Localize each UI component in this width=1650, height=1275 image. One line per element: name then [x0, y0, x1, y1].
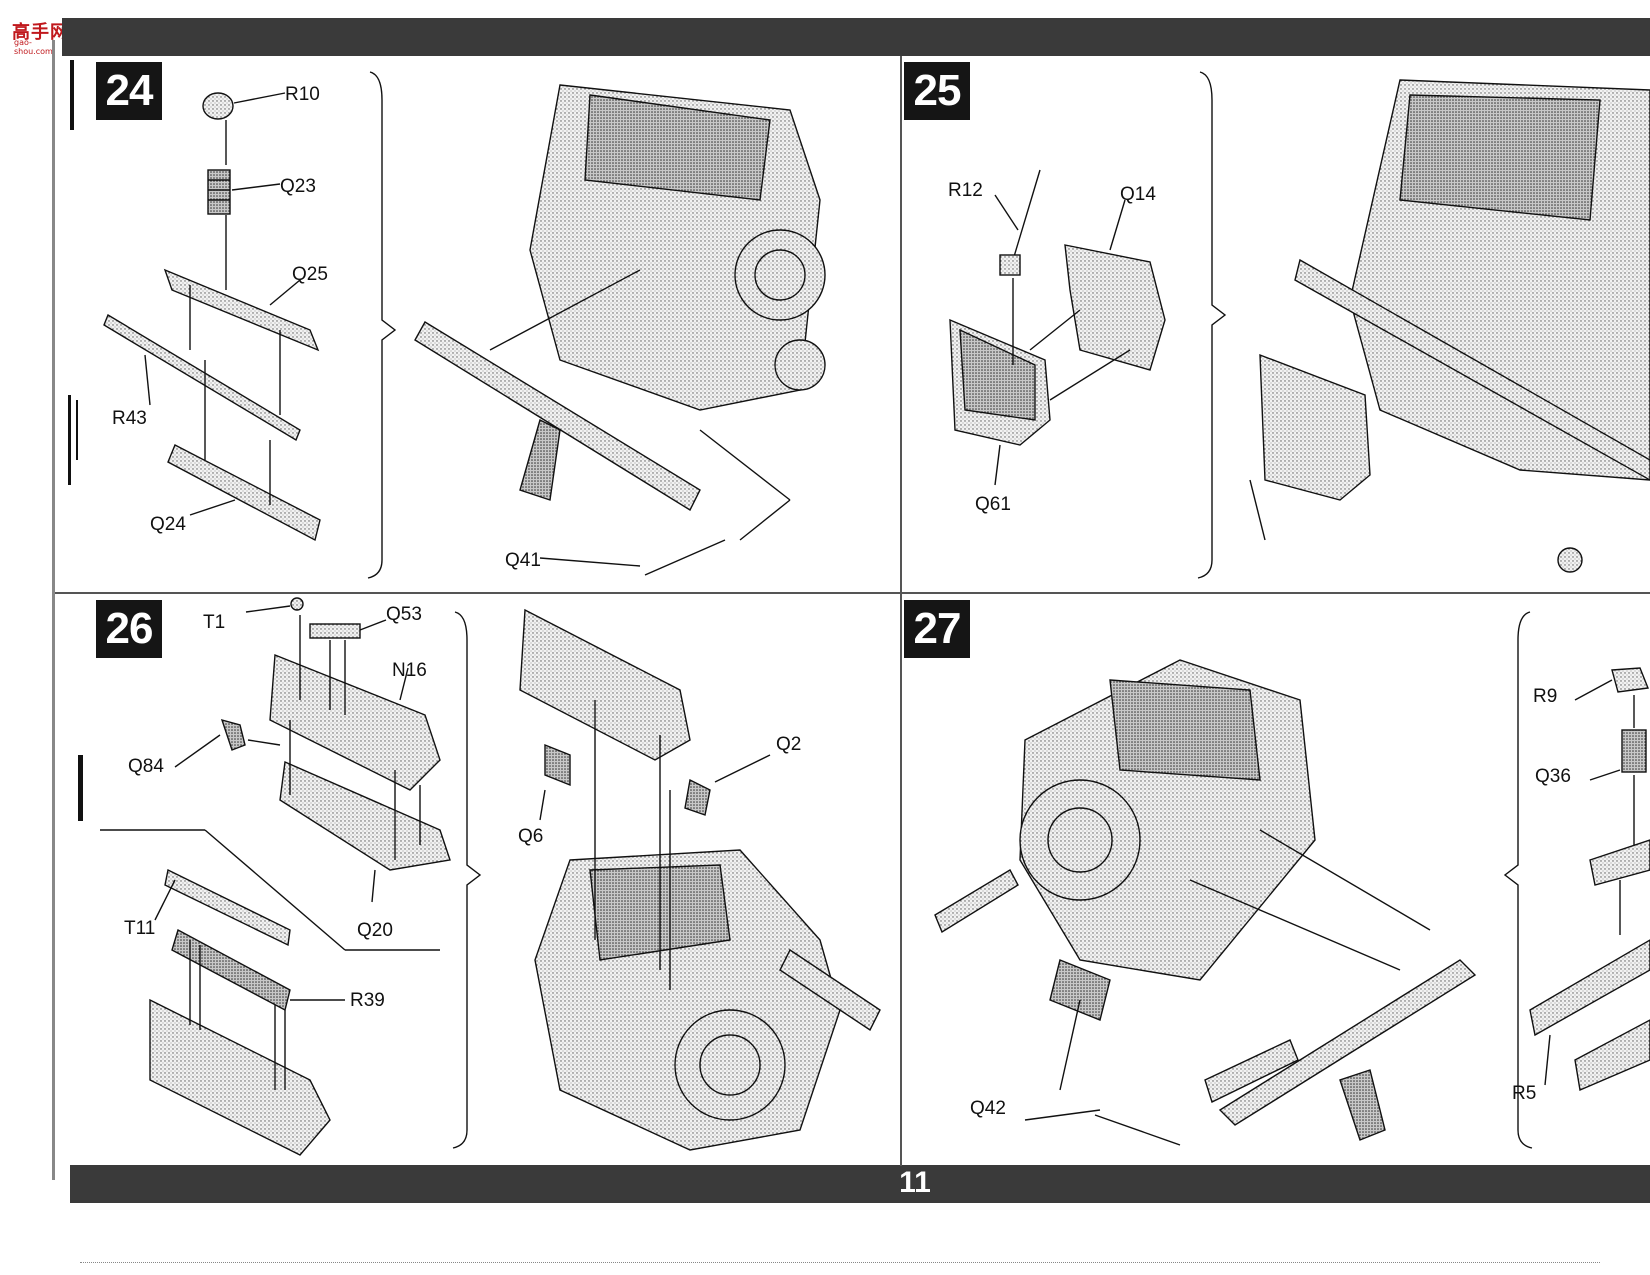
part-label-Q23: Q23 [280, 176, 316, 197]
watermark-url: gao-shou.com [14, 38, 53, 56]
part-label-R9: R9 [1533, 686, 1558, 707]
panel-divider-horizontal [55, 592, 1650, 594]
panel-divider-vertical [900, 56, 902, 1166]
step-25-badge: 25 [904, 62, 970, 120]
crop-mark [78, 755, 83, 821]
part-label-R39: R39 [350, 990, 385, 1011]
part-label-Q24: Q24 [150, 514, 186, 535]
step-27-art [934, 611, 1650, 1149]
step-27-badge: 27 [904, 600, 970, 658]
watermark-logo: 高手网 gao-shou.com [6, 8, 70, 56]
step-24-badge: 24 [96, 62, 162, 120]
step-24-art [103, 71, 826, 579]
part-label-Q53: Q53 [386, 604, 422, 625]
page-left-edge [52, 40, 55, 1180]
step-26-badge: 26 [96, 600, 162, 658]
bottom-bar [70, 1165, 1650, 1203]
part-label-Q42: Q42 [970, 1098, 1006, 1119]
step-26-art [100, 597, 881, 1156]
part-label-Q61: Q61 [975, 494, 1011, 515]
top-bar [62, 18, 1650, 56]
part-label-Q36: Q36 [1535, 766, 1571, 787]
watermark-name: 高手网 [12, 22, 69, 43]
part-label-N16: N16 [392, 660, 427, 681]
step-25-art [949, 71, 1650, 579]
part-label-R5: R5 [1512, 1083, 1537, 1104]
footer-rule [80, 1262, 1600, 1263]
part-label-R43: R43 [112, 408, 147, 429]
crop-mark [68, 395, 71, 485]
part-label-R10: R10 [285, 84, 320, 105]
crop-mark [76, 400, 78, 460]
part-label-R12: R12 [948, 180, 983, 201]
part-label-Q41: Q41 [505, 550, 541, 571]
part-label-Q25: Q25 [292, 264, 328, 285]
part-label-Q6: Q6 [518, 826, 544, 847]
part-label-T11: T11 [124, 918, 156, 939]
part-label-Q84: Q84 [128, 756, 164, 777]
crop-mark [70, 60, 74, 130]
page-number: 11 [899, 1166, 931, 1199]
part-label-Q20: Q20 [357, 920, 393, 941]
part-label-T1: T1 [203, 612, 226, 633]
part-label-Q14: Q14 [1120, 184, 1156, 205]
part-label-Q2: Q2 [776, 734, 802, 755]
